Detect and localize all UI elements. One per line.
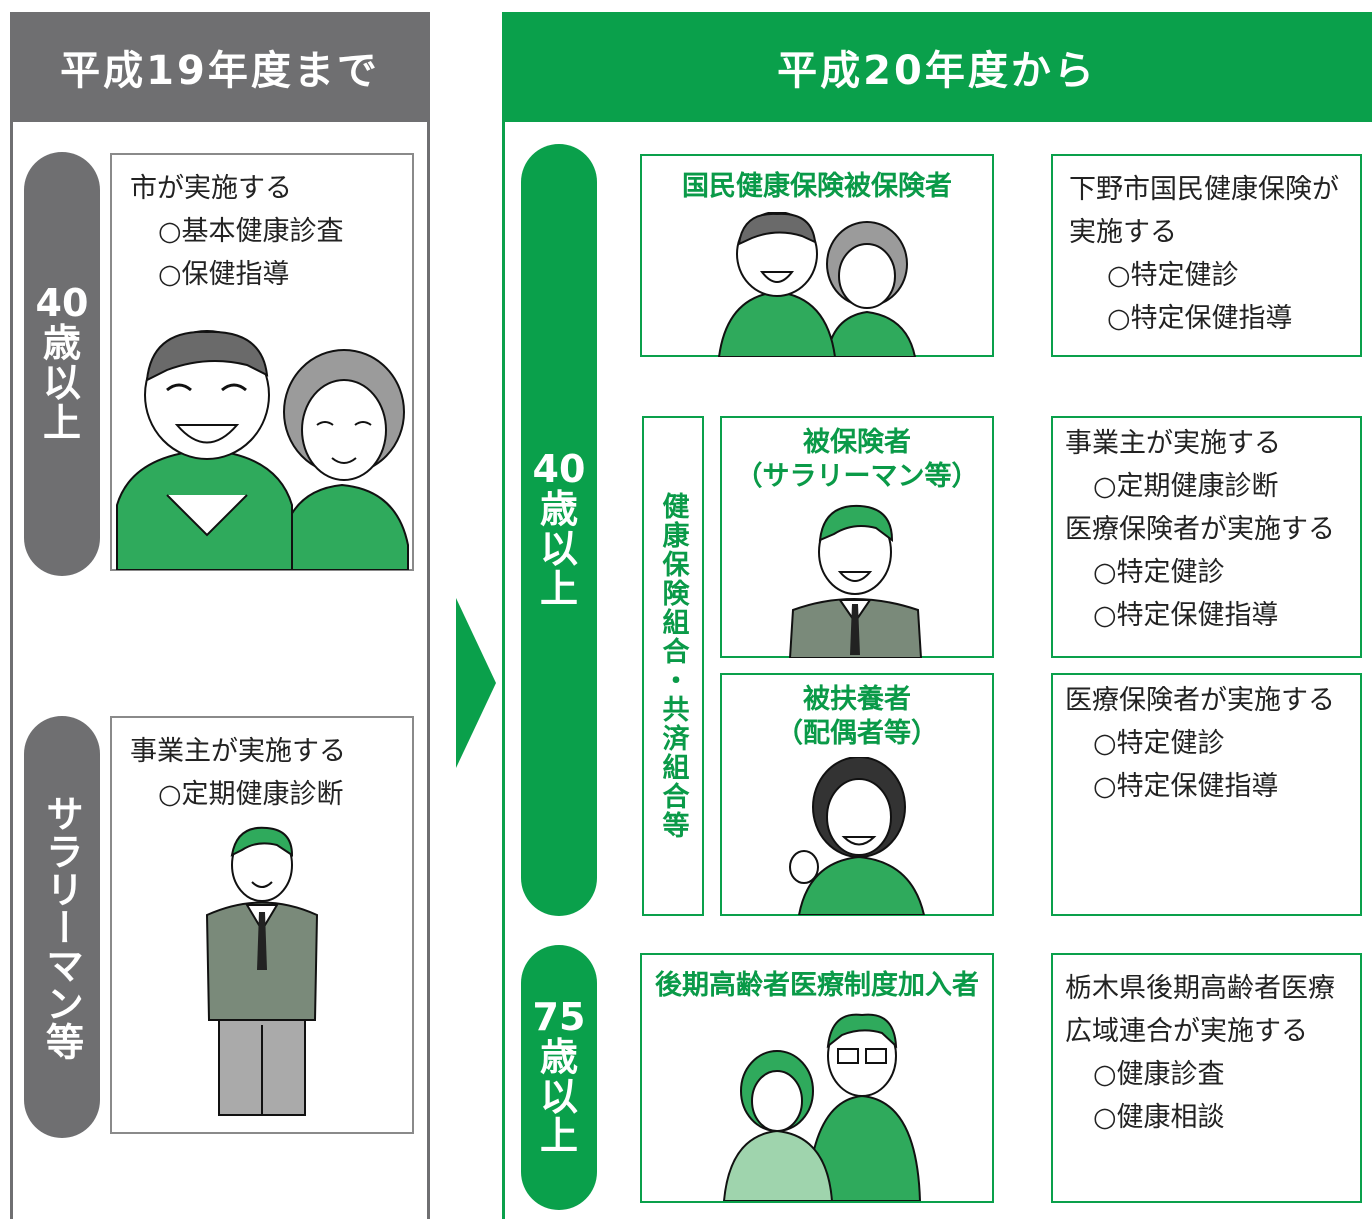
dependent-provider-box: 医療保険者が実施する ○特定健診 ○特定保健指導	[1051, 673, 1362, 916]
age-40-label-left: 40 歳 以 上	[24, 152, 100, 576]
salaryman-label-left: サラリーマン等	[24, 716, 100, 1138]
age-40-label-right: 40 歳 以 上	[521, 144, 597, 916]
employer-checkup-box: 事業主が実施する ○定期健康診断	[110, 716, 414, 1134]
from-2008-header: 平成20年度から	[502, 12, 1372, 122]
salaryman-icon	[205, 826, 319, 1116]
dependent-spouse-box: 被扶養者 （配偶者等）	[720, 673, 994, 916]
health-union-label: 健康保険組合・共済組合等	[642, 416, 704, 916]
transition-arrow-icon	[456, 598, 496, 768]
insured-employee-box: 被保険者 （サラリーマン等）	[720, 416, 994, 658]
elderly-couple-icon	[717, 212, 917, 357]
salaryman-icon	[788, 504, 923, 658]
elderly-couple-icon	[722, 1013, 922, 1201]
national-health-provider-box: 下野市国民健康保険が 実施する ○特定健診 ○特定保健指導	[1051, 154, 1362, 357]
elderly-couple-icon	[116, 330, 409, 570]
national-health-insured-box: 国民健康保険被保険者	[640, 154, 994, 357]
before-2008-header: 平成19年度まで	[10, 12, 430, 122]
age-75-label-right: 75 歳 以 上	[521, 945, 597, 1210]
spouse-woman-icon	[789, 757, 926, 915]
late-elderly-insured-box: 後期高齢者医療制度加入者	[640, 953, 994, 1203]
late-elderly-provider-box: 栃木県後期高齢者医療 広域連合が実施する ○健康診査 ○健康相談	[1051, 953, 1362, 1203]
city-checkup-box: 市が実施する ○基本健康診査 ○保健指導	[110, 153, 414, 571]
insured-provider-box: 事業主が実施する ○定期健康診断 医療保険者が実施する ○特定健診 ○特定保健指…	[1051, 416, 1362, 658]
